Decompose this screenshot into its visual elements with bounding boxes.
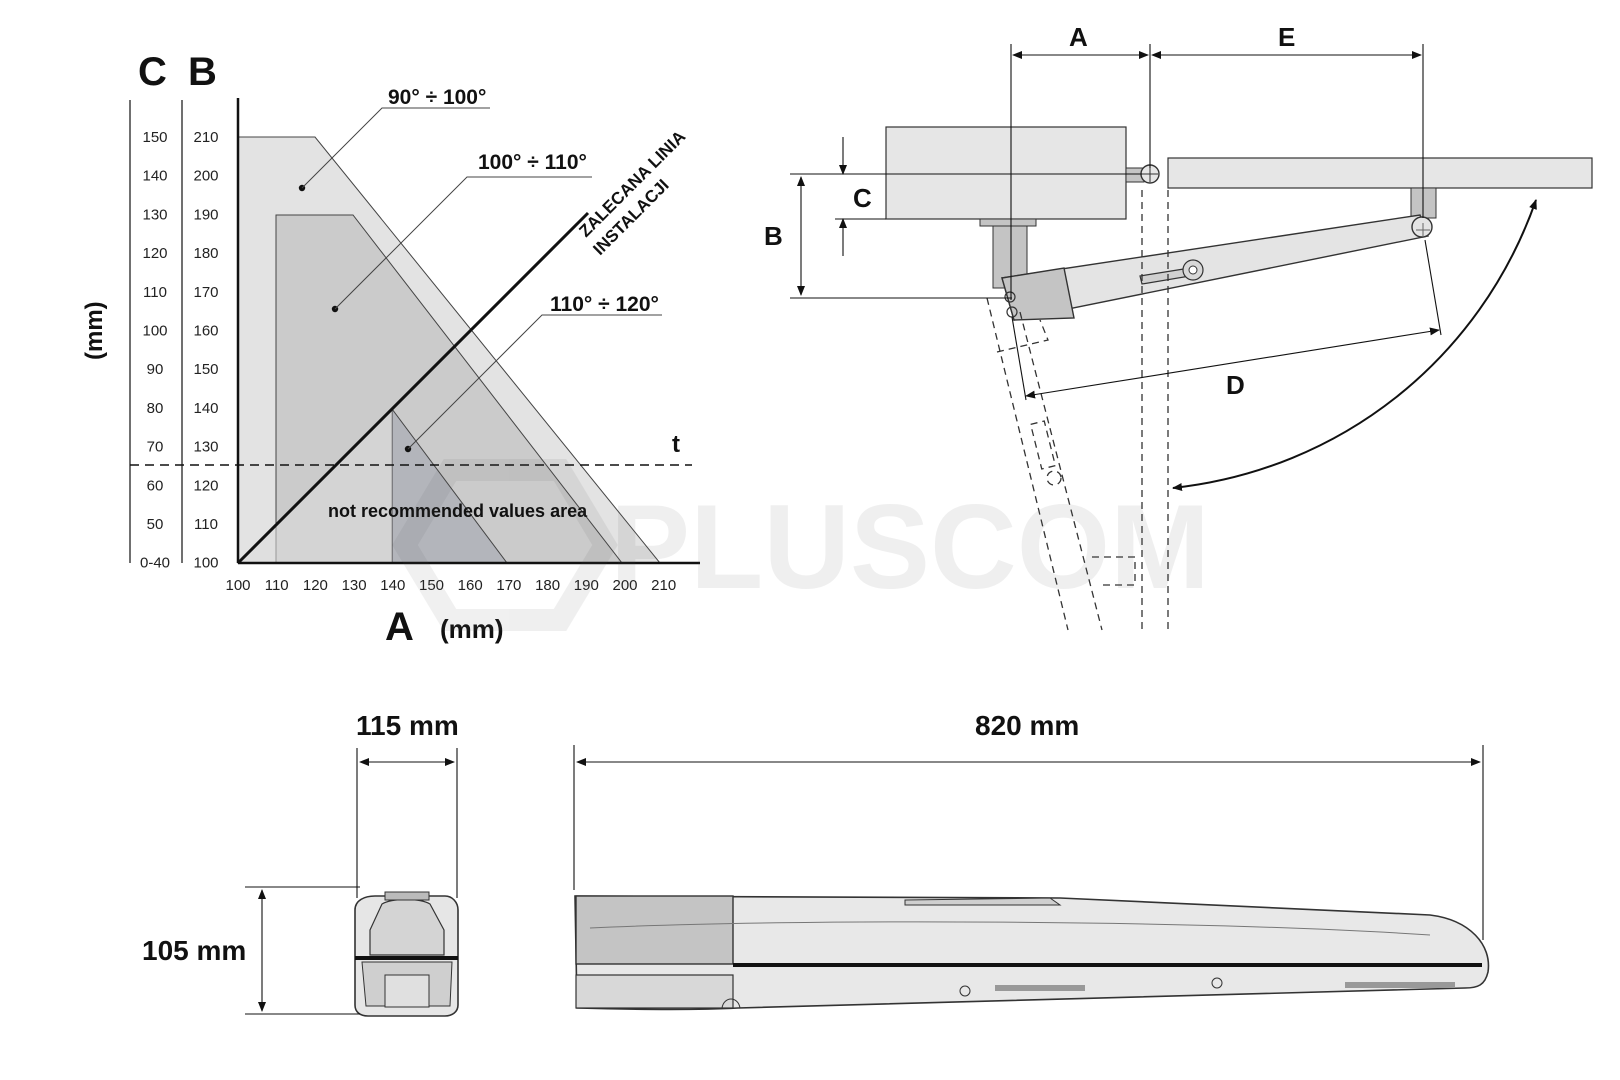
c-tick-label: 140	[142, 168, 167, 185]
b-axis-ticks: 210 200 190 180 170 160 150 140 130 120 110 100	[193, 129, 218, 572]
operator-motor	[1001, 267, 1075, 321]
install-label-b: B	[764, 221, 783, 251]
c-tick-label: 0-40	[140, 555, 170, 572]
b-tick-label: 100	[193, 555, 218, 572]
end-view-foot	[384, 974, 430, 1008]
side-view-screw-2	[1211, 977, 1223, 989]
b-tick-label: 180	[193, 245, 218, 262]
side-view-notch	[721, 998, 741, 1009]
pillar	[885, 126, 1127, 220]
zone2-label: 100° ÷ 110°	[478, 151, 587, 174]
watermark: PLUSCOM	[392, 459, 1210, 631]
installation-diagram: A E B C D	[764, 22, 1593, 631]
c-tick-label: 110	[143, 284, 167, 301]
a-tick-label: 120	[303, 577, 328, 594]
zone2-leader	[334, 176, 592, 310]
zone1-leader	[301, 107, 490, 189]
b-tick-label: 110	[194, 516, 218, 533]
x-axis-letter: A	[385, 605, 414, 649]
side-view	[574, 895, 1490, 1011]
install-label-c: C	[853, 183, 872, 213]
b-tick-label: 140	[193, 400, 218, 417]
b-tick-label: 150	[193, 361, 218, 378]
end-view	[354, 891, 459, 1017]
c-axis-ticks: 150 140 130 120 110 100 90 80 70 60 50 0-40	[140, 129, 170, 572]
product-dimension-lines	[245, 745, 1484, 1015]
side-view-release-cover	[904, 897, 1062, 906]
b-tick-label: 170	[193, 284, 218, 301]
c-tick-label: 130	[142, 206, 167, 223]
c-tick-label: 120	[142, 245, 167, 262]
a-tick-label: 100	[225, 577, 250, 594]
a-tick-label: 130	[342, 577, 367, 594]
side-view-motor	[575, 895, 734, 965]
side-view-groove	[589, 921, 1431, 936]
length-dimension: 820 mm	[975, 710, 1079, 741]
gate-leaf	[1167, 157, 1593, 189]
a-tick-label: 200	[612, 577, 637, 594]
a-tick-label: 190	[574, 577, 599, 594]
c-tick-label: 60	[147, 477, 164, 494]
x-unit-label: (mm)	[440, 614, 504, 644]
b-axis-letter: B	[188, 50, 217, 94]
b-tick-label: 120	[193, 477, 218, 494]
a-tick-label: 180	[535, 577, 560, 594]
a-tick-label: 140	[380, 577, 405, 594]
side-view-foot-1	[995, 985, 1085, 991]
end-view-cap	[384, 891, 430, 901]
c-tick-label: 150	[142, 129, 167, 146]
not-recommended-label: not recommended values area	[328, 501, 588, 521]
install-label-e: E	[1278, 22, 1295, 52]
a-tick-label: 170	[496, 577, 521, 594]
side-view-foot-2	[1345, 982, 1455, 988]
width-dimension: 115 mm	[356, 710, 459, 741]
b-tick-label: 130	[193, 439, 218, 456]
side-view-motor-lower	[575, 974, 734, 1009]
b-tick-label: 190	[193, 206, 218, 223]
c-tick-label: 50	[147, 516, 164, 533]
zone3-leader	[407, 314, 662, 450]
c-tick-label: 100	[142, 323, 167, 340]
c-axis-letter: C	[138, 50, 167, 94]
c-tick-label: 70	[147, 439, 164, 456]
b-tick-label: 200	[193, 168, 218, 185]
b-tick-label: 160	[193, 323, 218, 340]
c-tick-label: 90	[147, 361, 164, 378]
c-tick-label: 80	[147, 400, 164, 417]
operator-front-pivot	[1411, 216, 1433, 238]
rear-pivot-icon	[1004, 291, 1016, 303]
pillar-bracket	[979, 218, 1037, 227]
side-view-screw-1	[959, 985, 971, 997]
a-tick-label: 150	[419, 577, 444, 594]
watermark-text: PLUSCOM	[610, 480, 1210, 614]
install-label-d: D	[1226, 370, 1245, 400]
dimension-lines	[790, 44, 1537, 492]
a-tick-label: 110	[265, 577, 289, 594]
b-tick-label: 210	[193, 129, 218, 146]
a-tick-label: 160	[458, 577, 483, 594]
release-lock-core	[1188, 265, 1198, 275]
zone1-label: 90° ÷ 100°	[388, 86, 486, 109]
end-view-top	[369, 898, 445, 956]
a-tick-label: 210	[651, 577, 676, 594]
a-axis-ticks: 100 110 120 130 140 150 160 170 180 190 200 210	[225, 577, 676, 594]
threshold-label: t	[672, 431, 680, 458]
height-dimension: 105 mm	[142, 935, 246, 966]
y-unit-label: (mm)	[81, 301, 108, 360]
zone3-label: 110° ÷ 120°	[550, 293, 659, 316]
recommended-line	[236, 211, 590, 565]
install-label-a: A	[1069, 22, 1088, 52]
watermark-logo-icon	[392, 459, 618, 631]
side-view-body	[574, 895, 1490, 1011]
